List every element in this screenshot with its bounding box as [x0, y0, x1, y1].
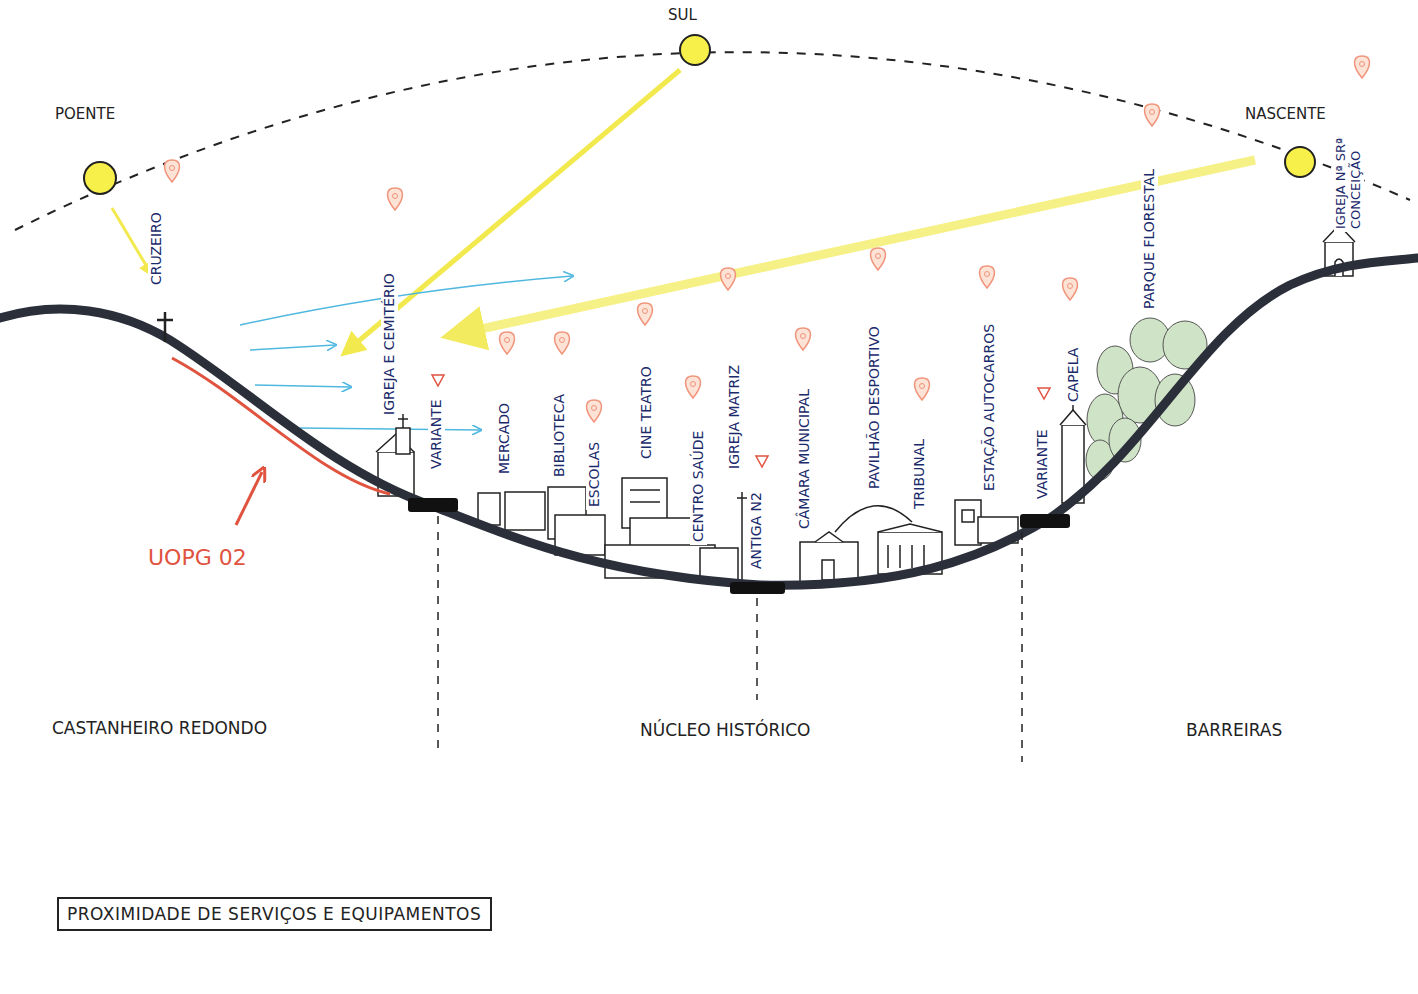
- equipment-label: BIBLIOTECA: [551, 391, 568, 480]
- title-box: PROXIMIDADE DE SERVIÇOS E EQUIPAMENTOS: [57, 897, 492, 931]
- sun-path: [15, 52, 1410, 230]
- equipment-label: CÂMARA MUNICIPAL: [796, 386, 813, 532]
- equipment-label: CENTRO SAÚDE: [690, 428, 707, 545]
- equipment-label: ESCOLAS: [586, 439, 603, 510]
- equipment-label: PAVILHÃO DESPORTIVO: [866, 323, 883, 492]
- equipment-label: CINE TEATRO: [638, 363, 655, 462]
- location-pins: [165, 56, 1370, 422]
- equipment-label: TRIBUNAL: [911, 436, 928, 512]
- title-text: PROXIMIDADE DE SERVIÇOS E EQUIPAMENTOS: [67, 904, 482, 924]
- place-label: POENTE: [55, 105, 115, 123]
- equipment-label: PARQUE FLORESTAL: [1141, 166, 1158, 312]
- equipment-label: ESTAÇÃO AUTOCARROS: [981, 321, 998, 494]
- place-label: SUL: [668, 6, 697, 24]
- equipment-label: VARIANTE: [428, 396, 445, 472]
- trees: [1086, 318, 1207, 480]
- equipment-label: CAPELA: [1065, 345, 1082, 405]
- equipment-label: IGREJA E CEMITÉRIO: [381, 270, 398, 418]
- sun: [680, 35, 710, 65]
- equipment-label: IGREJA MATRIZ: [726, 362, 743, 472]
- place-label: NÚCLEO HISTÓRICO: [640, 720, 810, 740]
- sun: [84, 162, 116, 194]
- equipment-label: ANTIGA N2: [748, 489, 765, 572]
- place-label: UOPG 02: [148, 545, 247, 571]
- equipment-label: MERCADO: [496, 400, 513, 477]
- buildings: [376, 210, 1355, 582]
- equipment-label: VARIANTE: [1034, 426, 1051, 502]
- sun-ray: [112, 208, 150, 272]
- divider-lines: [438, 516, 1022, 762]
- place-label: NASCENTE: [1245, 105, 1326, 123]
- place-label: CASTANHEIRO REDONDO: [52, 718, 267, 738]
- road-marks: [408, 498, 1070, 594]
- equipment-label: CRUZEIRO: [148, 209, 165, 288]
- uopg-boundary: [172, 358, 390, 494]
- cross-symbol: [157, 312, 173, 342]
- terrain-profile: [0, 258, 1418, 585]
- sun: [1285, 147, 1315, 177]
- uopg-arrow: [236, 472, 262, 525]
- place-label: BARREIRAS: [1186, 720, 1282, 740]
- equipment-label: IGREJA Nª SRª CONCEIÇÃO: [1334, 86, 1364, 232]
- sun-ray: [348, 70, 680, 350]
- wind-arrows: [240, 276, 572, 430]
- sun-ray: [458, 160, 1255, 334]
